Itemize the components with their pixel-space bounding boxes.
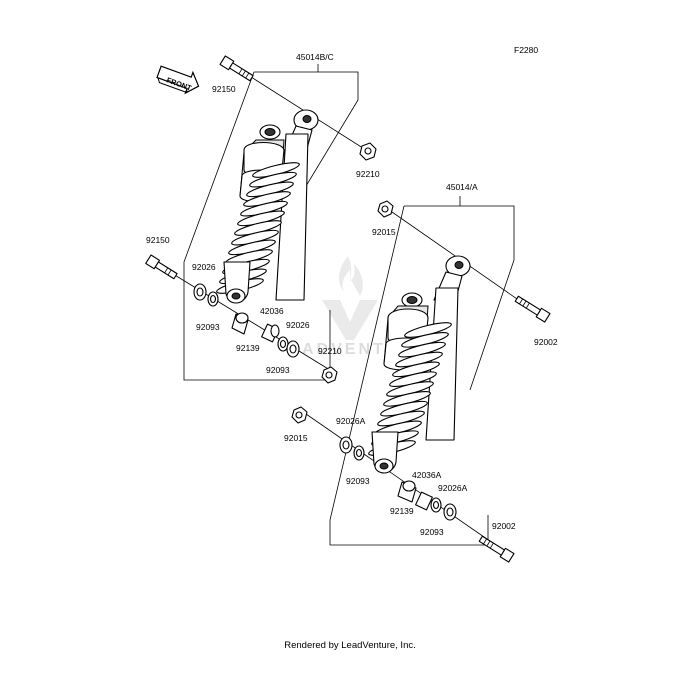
label-bolt-upper-top: 92150 [212, 84, 236, 94]
label-nut-upper-top: 92210 [356, 169, 380, 179]
label-bolt-lower-top: 92002 [534, 337, 558, 347]
label-bolt-upper-bottom: 92150 [146, 235, 170, 245]
label-seal-lower-left: 92093 [346, 476, 370, 486]
label-bushing-lower: 92139 [390, 506, 414, 516]
nut-upper-top [359, 142, 377, 161]
washer-upper-right [286, 340, 300, 358]
label-assy-upper: 45014B/C [296, 52, 334, 62]
label-seal-upper-right: 92093 [266, 365, 290, 375]
bolt-upper-top [219, 55, 254, 82]
bolt-lower-bottom [478, 535, 515, 563]
label-nut-lower-top: 92015 [372, 227, 396, 237]
nut-lower-bottom [291, 406, 308, 424]
label-seal-lower-right: 92093 [420, 527, 444, 537]
collar-lower [397, 480, 417, 503]
label-collar-upper: 42036 [260, 306, 284, 316]
bolt-upper-bottom [145, 254, 178, 280]
label-nut-lower-bottom: 92015 [284, 433, 308, 443]
watermark-logo-icon [322, 256, 378, 340]
seal-upper-right [277, 336, 289, 352]
bushing-lower [415, 491, 433, 511]
label-washer-upper-right: 92026 [286, 320, 310, 330]
seal-lower-left [353, 445, 365, 461]
footer-credit: Rendered by LeadVenture, Inc. [284, 640, 416, 651]
front-arrow-icon [156, 65, 200, 95]
diagram-code: F2280 [514, 45, 538, 55]
washer-lower-right [443, 503, 457, 521]
collar-upper [261, 323, 280, 343]
label-washer-lower-left: 92026A [336, 416, 366, 426]
label-bolt-lower-bottom: 92002 [492, 521, 516, 531]
nut-lower-top [377, 200, 394, 218]
washer-upper-left [193, 283, 207, 301]
label-collar-lower: 42036A [412, 470, 442, 480]
label-washer-upper-left: 92026 [192, 262, 216, 272]
label-nut-upper-bottom: 92210 [318, 346, 342, 356]
shock-absorber-lower [368, 255, 471, 474]
nut-upper-bottom [321, 366, 338, 384]
bolt-lower-top [514, 295, 551, 323]
label-assy-lower: 45014/A [446, 182, 478, 192]
bushing-upper [231, 312, 249, 335]
label-seal-upper-left: 92093 [196, 322, 220, 332]
bracket-lower-assy [329, 196, 515, 546]
label-bushing-upper: 92139 [236, 343, 260, 353]
shock-absorber-upper [216, 109, 319, 304]
label-washer-lower-right: 92026A [438, 483, 468, 493]
seal-lower-right [430, 497, 442, 513]
seal-upper-left [207, 291, 219, 307]
washer-lower-left [339, 436, 353, 454]
